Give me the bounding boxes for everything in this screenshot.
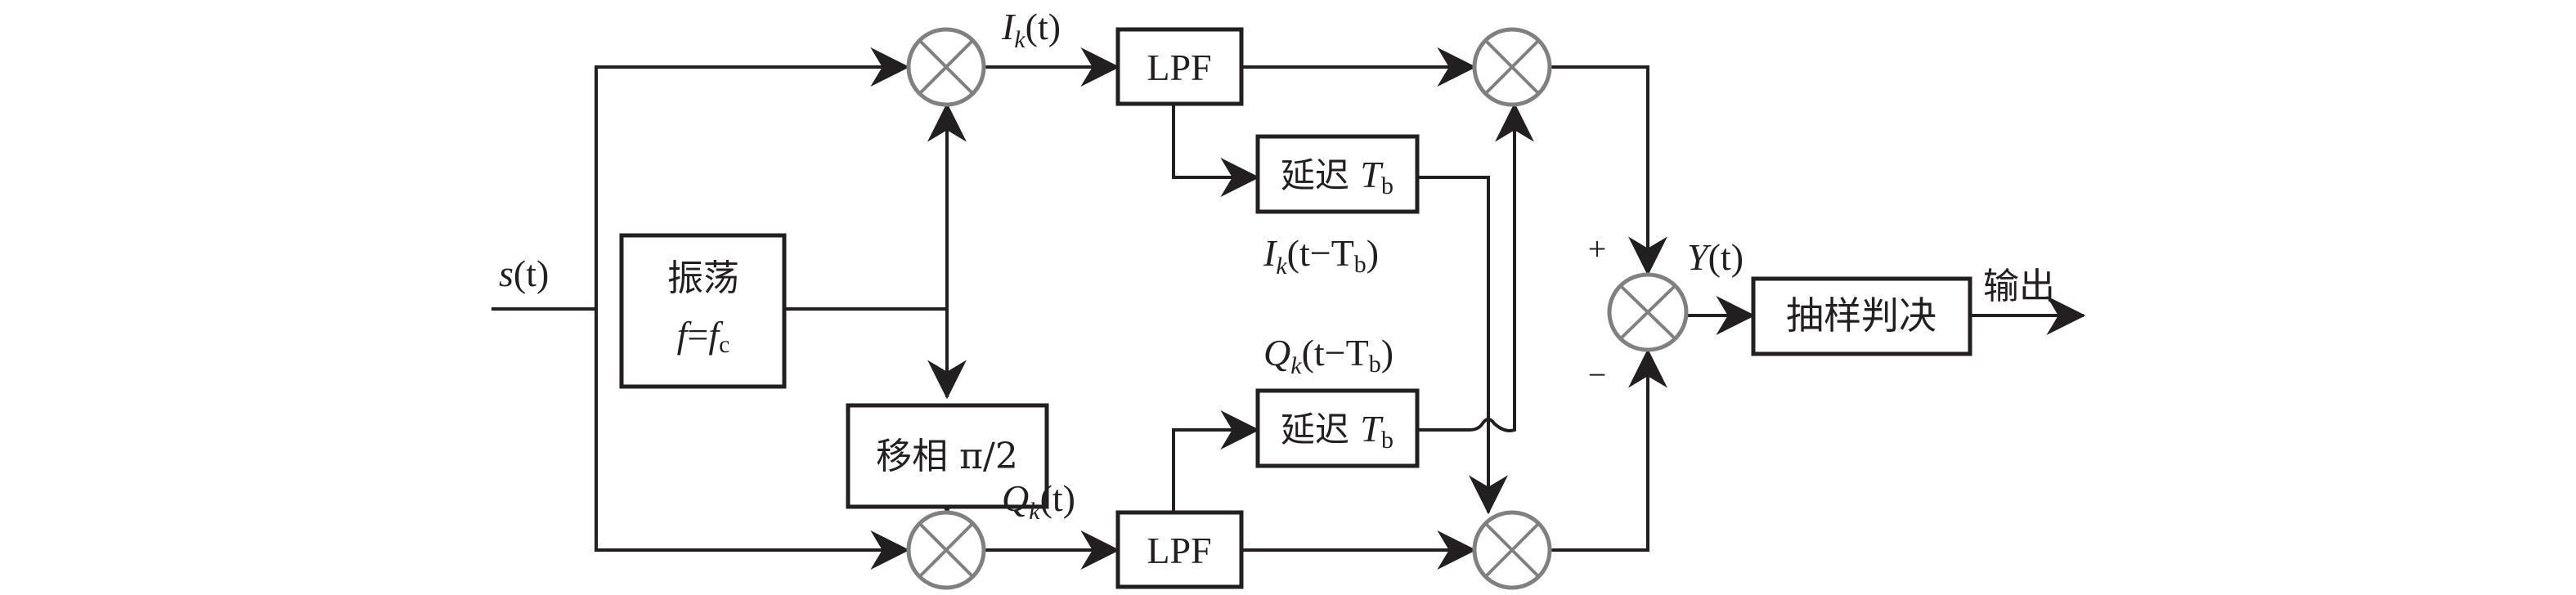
y-label: Y(t) (1687, 236, 1744, 278)
bottom-left-mixer (906, 510, 986, 590)
summing-junction (1607, 272, 1689, 352)
top-right-mixer-to-sum-wire (1550, 65, 1667, 276)
phase-shift-label: 移相 π/2 (876, 436, 1018, 477)
ik-delayed-label: Ik(t−Tb) (1263, 232, 1379, 280)
delay-bottom-block: 延迟 Tb (1255, 388, 1420, 468)
lpf-bottom-label: LPF (1147, 530, 1211, 571)
qk-delayed-label: Qk(t−Tb) (1263, 332, 1393, 379)
delay-bottom-to-top-right-mixer-wire (1417, 102, 1534, 432)
output-label: 输出 (1983, 266, 2055, 307)
delay-bottom-label: 延迟 Tb (1281, 408, 1393, 454)
decision-label: 抽样判决 (1786, 293, 1936, 338)
lpf-bottom-to-delay-wire (1172, 410, 1260, 512)
delay-top-label: 延迟 Tb (1281, 154, 1393, 199)
lpf-top-to-delay-wire (1172, 104, 1260, 197)
bottom-right-mixer (1472, 510, 1552, 590)
top-left-mixer (906, 27, 986, 107)
bottom-right-mixer-to-sum-wire (1550, 348, 1667, 552)
decision-block: 抽样判决 (1751, 276, 1972, 356)
lpf-top-label: LPF (1147, 47, 1211, 88)
minus-sign: − (1588, 356, 1607, 393)
qk-label: Qk(t) (1002, 477, 1075, 525)
top-right-mixer (1472, 27, 1552, 107)
oscillator-label: 振荡 (667, 257, 739, 299)
phase-shift-block: 移相 π/2 (846, 403, 1049, 509)
oscillator-block: 振荡 f=fc (619, 233, 787, 389)
ik-label: Ik(t) (1001, 6, 1061, 53)
lpf-bottom-block: LPF (1115, 510, 1244, 589)
delay-top-block: 延迟 Tb (1255, 134, 1420, 214)
delay-top-to-bottom-right-mixer-wire (1417, 176, 1508, 515)
plus-sign: + (1588, 230, 1607, 267)
lpf-top-block: LPF (1115, 27, 1244, 106)
oscillator-frequency: f=fc (677, 314, 730, 358)
input-signal-label: s(t) (499, 253, 549, 294)
